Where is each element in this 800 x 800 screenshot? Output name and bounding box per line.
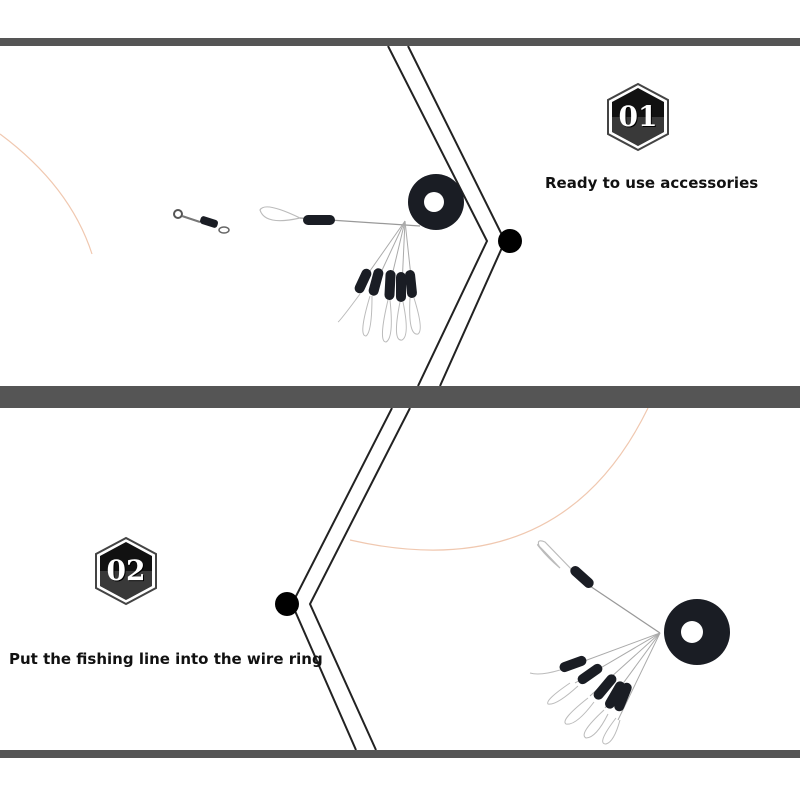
divider-dot (275, 592, 299, 616)
bottom-bar (0, 750, 800, 758)
step-2-badge: 02 (94, 536, 158, 606)
step-1-badge: 01 (606, 82, 670, 152)
fishing-line-arc (0, 133, 93, 255)
divider-dot (498, 229, 522, 253)
middle-bar (0, 386, 800, 408)
top-bar (0, 38, 800, 46)
step-2-caption: Put the fishing line into the wire ring (9, 650, 323, 668)
chevron-divider (290, 408, 393, 750)
float-stopper-set (259, 174, 464, 343)
hexagon-icon (607, 82, 669, 152)
step-2-panel: 02 Put the fishing line into the wire ri… (0, 408, 800, 750)
hexagon-icon (95, 536, 157, 606)
step-2-illustration (275, 408, 730, 750)
chevron-divider-inner (308, 408, 411, 750)
step-1-number: 01 (618, 100, 658, 133)
float-stopper-set (529, 540, 730, 745)
step-1-caption: Ready to use accessories (545, 174, 759, 192)
fishing-line-arc (349, 408, 649, 551)
swivel-snap (173, 209, 230, 234)
chevron-divider (387, 46, 489, 386)
step-2-number: 02 (106, 554, 146, 587)
step-1-panel: 01 Ready to use accessories (0, 46, 800, 386)
step-1-illustration (0, 46, 522, 386)
